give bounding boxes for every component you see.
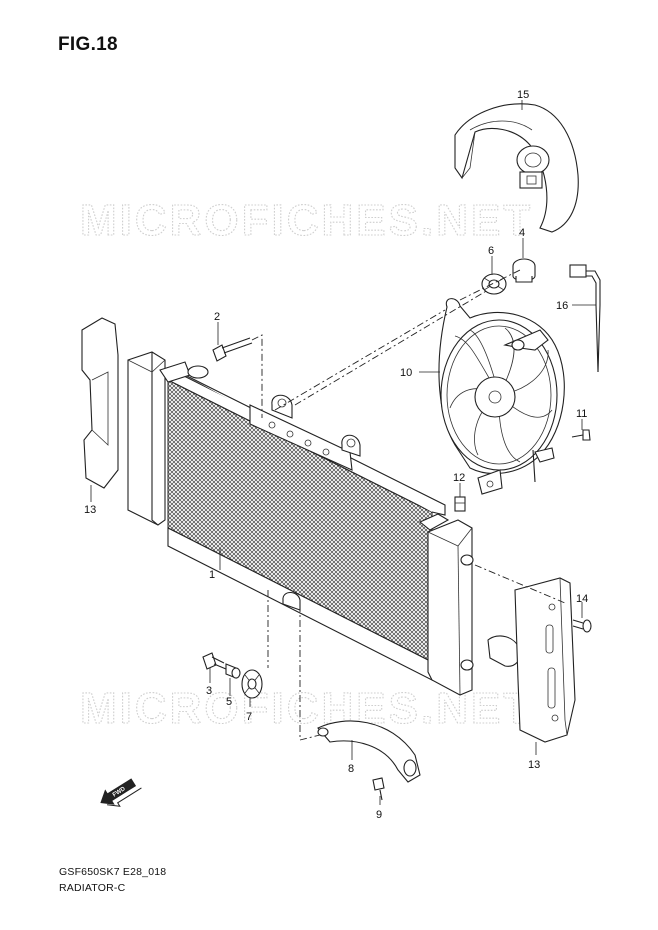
clip-nut <box>454 496 466 512</box>
callout-8: 8 <box>348 763 354 775</box>
callout-1: 1 <box>209 569 215 581</box>
fan-shroud-cover <box>454 103 579 233</box>
callout-9: 9 <box>376 809 382 821</box>
grommet <box>481 273 507 295</box>
section-name: RADIATOR-C <box>59 882 126 894</box>
side-plate-bolt <box>572 619 592 633</box>
leader-lines <box>90 100 596 805</box>
callout-13-left: 13 <box>84 504 96 516</box>
rubber-mount <box>512 258 536 283</box>
callout-13-right: 13 <box>528 759 540 771</box>
bracket-bolt <box>372 777 385 801</box>
callout-16: 16 <box>556 300 568 312</box>
side-cover-left <box>81 317 119 489</box>
assembly-lines <box>251 269 566 741</box>
collar <box>225 663 241 679</box>
radiator <box>127 351 521 696</box>
callout-7: 7 <box>246 711 252 723</box>
radiator-lower-bolt <box>202 652 227 670</box>
cushion <box>241 669 263 699</box>
callout-4: 4 <box>519 227 525 239</box>
model-code: GSF650SK7 E28_018 <box>59 866 167 878</box>
callout-14: 14 <box>576 593 588 605</box>
fan-connector <box>569 264 601 373</box>
callout-10: 10 <box>400 367 412 379</box>
callout-3: 3 <box>206 685 212 697</box>
callout-15: 15 <box>517 89 529 101</box>
radiator-upper-bolt <box>212 337 253 362</box>
callout-5: 5 <box>226 696 232 708</box>
callout-6: 6 <box>488 245 494 257</box>
callout-11: 11 <box>576 408 587 420</box>
figure-title: FIG.18 <box>58 34 118 55</box>
cooling-fan <box>438 298 565 495</box>
fan-bolt <box>571 429 591 441</box>
callout-12: 12 <box>453 472 465 484</box>
side-cover-right <box>514 577 576 743</box>
watermark-top: MICROFICHES.NET <box>80 196 533 245</box>
fwd-arrow-icon: FWD <box>100 778 142 807</box>
callout-2: 2 <box>214 311 220 323</box>
